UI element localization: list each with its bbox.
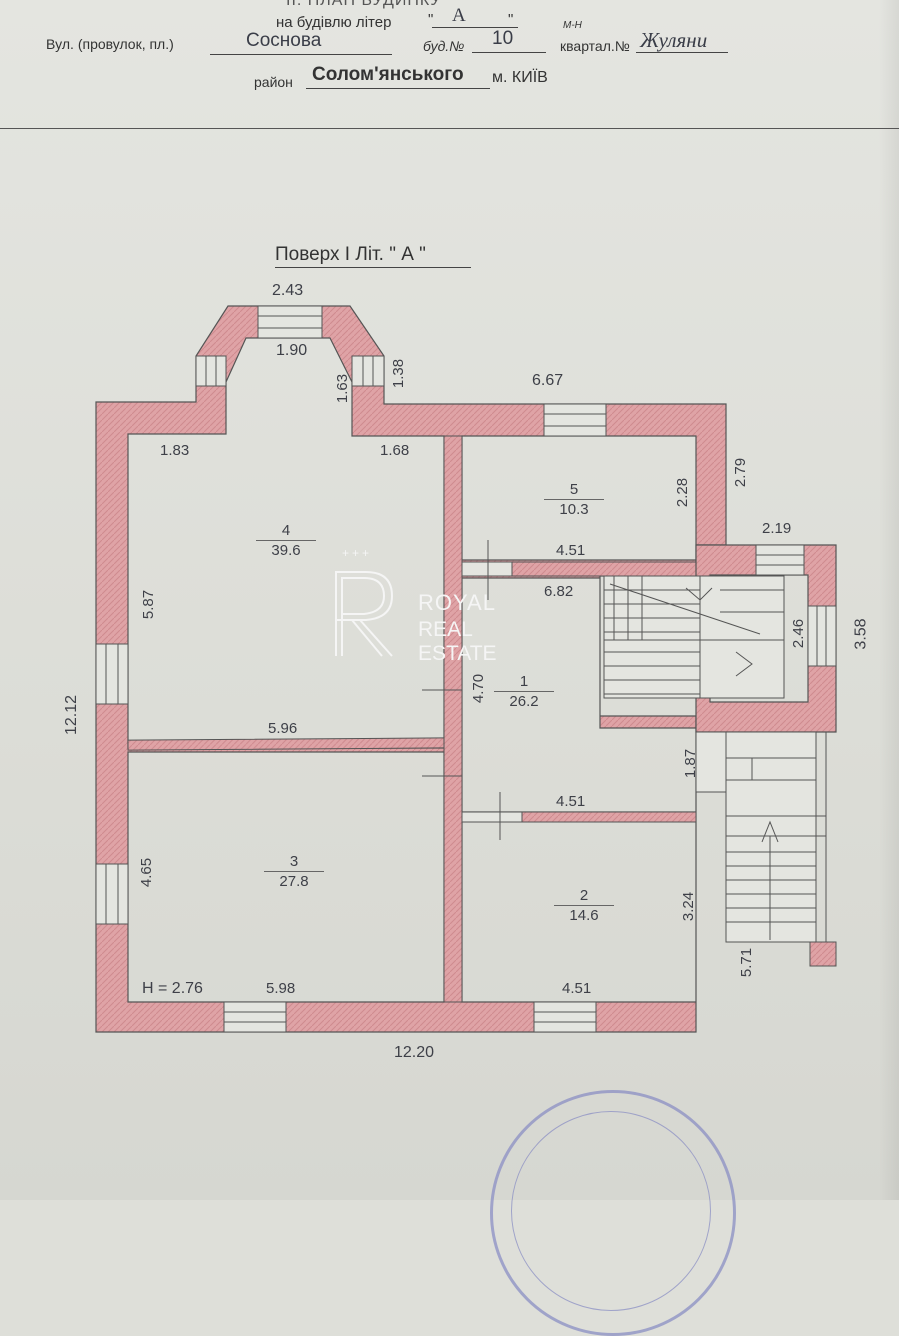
dim-outer-left: 12.12 xyxy=(63,694,81,736)
street-label: Вул. (провулок, пл.) xyxy=(46,36,174,52)
dim-room2-bottom: 4.51 xyxy=(562,980,592,997)
dim-room5-bottom: 4.51 xyxy=(556,542,586,559)
room-area: 27.8 xyxy=(264,871,324,890)
royal-logo-icon xyxy=(335,571,394,657)
dim-room4-left: 5.87 xyxy=(140,589,158,620)
dim-room1-right: 1.87 xyxy=(682,748,700,779)
interior-stairs xyxy=(603,575,785,699)
dim-bay-side-a: 1.63 xyxy=(334,373,352,404)
floor-title: Поверх I Літ. " А " xyxy=(275,244,426,265)
dim-outer-bottom: 12.20 xyxy=(394,1044,435,1061)
partition-vertical xyxy=(443,435,463,1003)
dim-room3-bottom: 5.98 xyxy=(266,980,296,997)
watermark-line1: ROYAL xyxy=(418,590,496,615)
dim-porch-side: 3.58 xyxy=(852,618,870,650)
doors xyxy=(422,540,727,840)
dim-room4-bottom: 5.96 xyxy=(268,720,298,737)
dim-room5-right: 2.28 xyxy=(674,477,692,508)
windows xyxy=(95,305,837,1033)
official-stamp xyxy=(490,1090,736,1336)
dim-stairs-inner: 2.46 xyxy=(790,618,808,649)
room-number: 5 xyxy=(569,481,579,498)
building-letter-value: А xyxy=(452,5,466,26)
district-label: район xyxy=(254,74,293,90)
watermark-stars: +++ xyxy=(342,546,373,560)
stair-post xyxy=(809,941,837,967)
room-number: 2 xyxy=(579,887,589,904)
dim-room3-left: 4.65 xyxy=(138,857,156,888)
dim-bay-side-b: 1.38 xyxy=(390,358,408,389)
house-underline xyxy=(472,52,546,53)
floor-plan-drawing xyxy=(95,305,837,1033)
ceiling-height: H = 2.76 xyxy=(142,980,203,997)
street-value: Соснова xyxy=(246,30,322,51)
building-letter-underline xyxy=(432,27,518,28)
dim-room1-bottom: 4.51 xyxy=(556,793,586,810)
room-number: 4 xyxy=(281,522,291,539)
room-area: 14.6 xyxy=(554,905,614,924)
quarter-value: Жуляни xyxy=(640,28,708,52)
plan-frame xyxy=(0,128,899,1209)
dim-room4-top-right: 1.68 xyxy=(380,442,410,459)
header-cut-title: ІІ. ПЛАН БУДИНКУ xyxy=(286,0,442,9)
dim-bay-outer: 2.43 xyxy=(272,282,304,299)
room-number: 3 xyxy=(289,853,299,870)
street-underline xyxy=(210,54,392,55)
building-letter-quote-right: " xyxy=(508,11,514,28)
dim-stairs-span: 6.82 xyxy=(544,583,574,600)
city-label: м. КИЇВ xyxy=(492,69,548,86)
watermark-line2: REAL ESTATE xyxy=(418,618,497,665)
quarter-mark: М-Н xyxy=(563,20,582,31)
room-number: 1 xyxy=(519,673,529,690)
dim-top-right: 6.67 xyxy=(532,372,564,389)
quarter-label: квартал.№ xyxy=(560,38,630,54)
dim-porch-top: 2.19 xyxy=(762,520,792,537)
dim-room2-right: 3.24 xyxy=(680,891,698,922)
paper-fold-shadow xyxy=(879,0,899,1200)
building-letter-quote-left: " xyxy=(428,11,434,28)
quarter-underline xyxy=(636,52,728,53)
room-area: 39.6 xyxy=(256,540,316,559)
district-underline xyxy=(306,88,490,89)
house-value: 10 xyxy=(492,28,514,49)
exterior-stairs xyxy=(725,731,827,946)
dim-outer-right-top: 2.79 xyxy=(732,457,750,488)
district-value: Солом'янського xyxy=(312,64,464,85)
dim-ext-stairs: 5.71 xyxy=(738,947,756,978)
official-stamp-inner-ring xyxy=(511,1111,711,1311)
floor-title-underline xyxy=(275,267,471,268)
house-label: буд.№ xyxy=(423,38,465,54)
partition-4-3 xyxy=(127,737,445,751)
dim-room4-top-left: 1.83 xyxy=(160,442,190,459)
room-area: 26.2 xyxy=(494,691,554,710)
room-area: 10.3 xyxy=(544,499,604,518)
dim-corridor: 4.70 xyxy=(470,673,488,704)
dim-bay-inner: 1.90 xyxy=(276,342,308,359)
building-label: на будівлю літер xyxy=(276,14,392,31)
